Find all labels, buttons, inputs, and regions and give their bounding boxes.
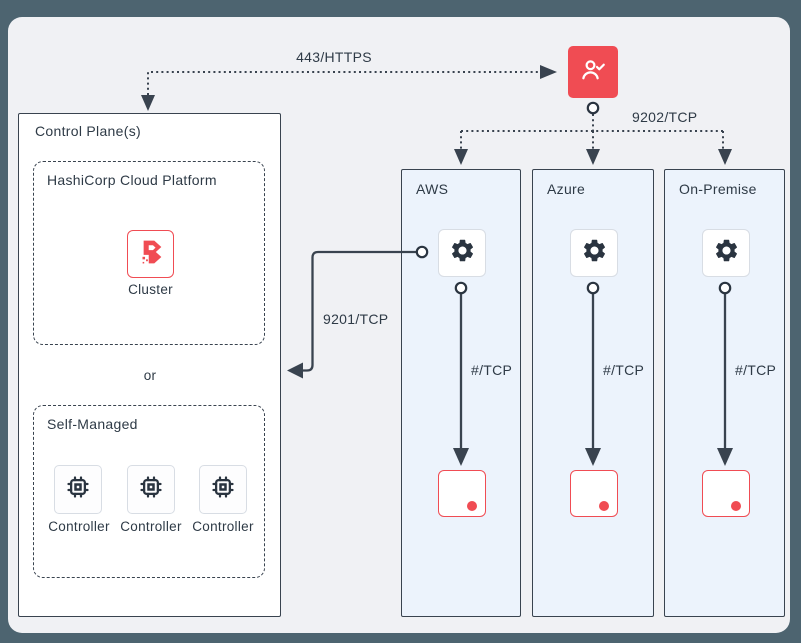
gear-icon: [713, 237, 740, 269]
client-node: [568, 46, 618, 98]
self-managed-box: Self-Managed: [33, 405, 265, 578]
session-port-label: #/TCP: [603, 362, 645, 378]
host-target-icon: [467, 501, 477, 511]
boundary-logo-icon: [134, 235, 168, 274]
env-label: Azure: [547, 181, 586, 197]
control-plane-title: Control Plane(s): [35, 123, 141, 139]
cpu-icon: [136, 472, 166, 507]
controller-label: Controller: [192, 519, 254, 534]
target-host-node: [702, 470, 750, 517]
env-label: On-Premise: [679, 181, 757, 197]
controller-label: Controller: [120, 519, 182, 534]
hcp-title: HashiCorp Cloud Platform: [47, 172, 217, 188]
controller-label: Controller: [48, 519, 110, 534]
target-host-node: [438, 470, 486, 517]
cpu-icon: [208, 472, 238, 507]
worker-node: [702, 229, 750, 277]
cluster-node: [127, 230, 174, 278]
session-port-label: #/TCP: [471, 362, 513, 378]
cluster-label: Cluster: [128, 282, 173, 297]
session-port-label: #/TCP: [735, 362, 777, 378]
host-target-icon: [731, 501, 741, 511]
downstream-port-label: 9202/TCP: [632, 109, 698, 125]
worker-node: [570, 229, 618, 277]
target-host-node: [570, 470, 618, 517]
https-port-label: 443/HTTPS: [296, 49, 372, 65]
self-managed-title: Self-Managed: [47, 416, 138, 432]
or-label: or: [143, 368, 157, 383]
env-column-azure: Azure #/TCP: [532, 169, 654, 617]
user-check-icon: [578, 55, 608, 90]
env-column-aws: AWS #/TCP: [401, 169, 521, 617]
controller-node: [199, 465, 247, 514]
cpu-icon: [63, 472, 93, 507]
env-column-onpremise: On-Premise #/TCP: [664, 169, 785, 617]
control-plane-box: Control Plane(s) HashiCorp Cloud Platfor…: [18, 113, 281, 617]
hcp-box: HashiCorp Cloud Platform Cluster: [33, 161, 265, 345]
gear-icon: [449, 237, 476, 269]
controller-node: [54, 465, 102, 514]
env-label: AWS: [416, 181, 449, 197]
upstream-port-label: 9201/TCP: [323, 311, 389, 327]
host-target-icon: [599, 501, 609, 511]
gear-icon: [581, 237, 608, 269]
controller-node: [127, 465, 175, 514]
worker-node: [438, 229, 486, 277]
